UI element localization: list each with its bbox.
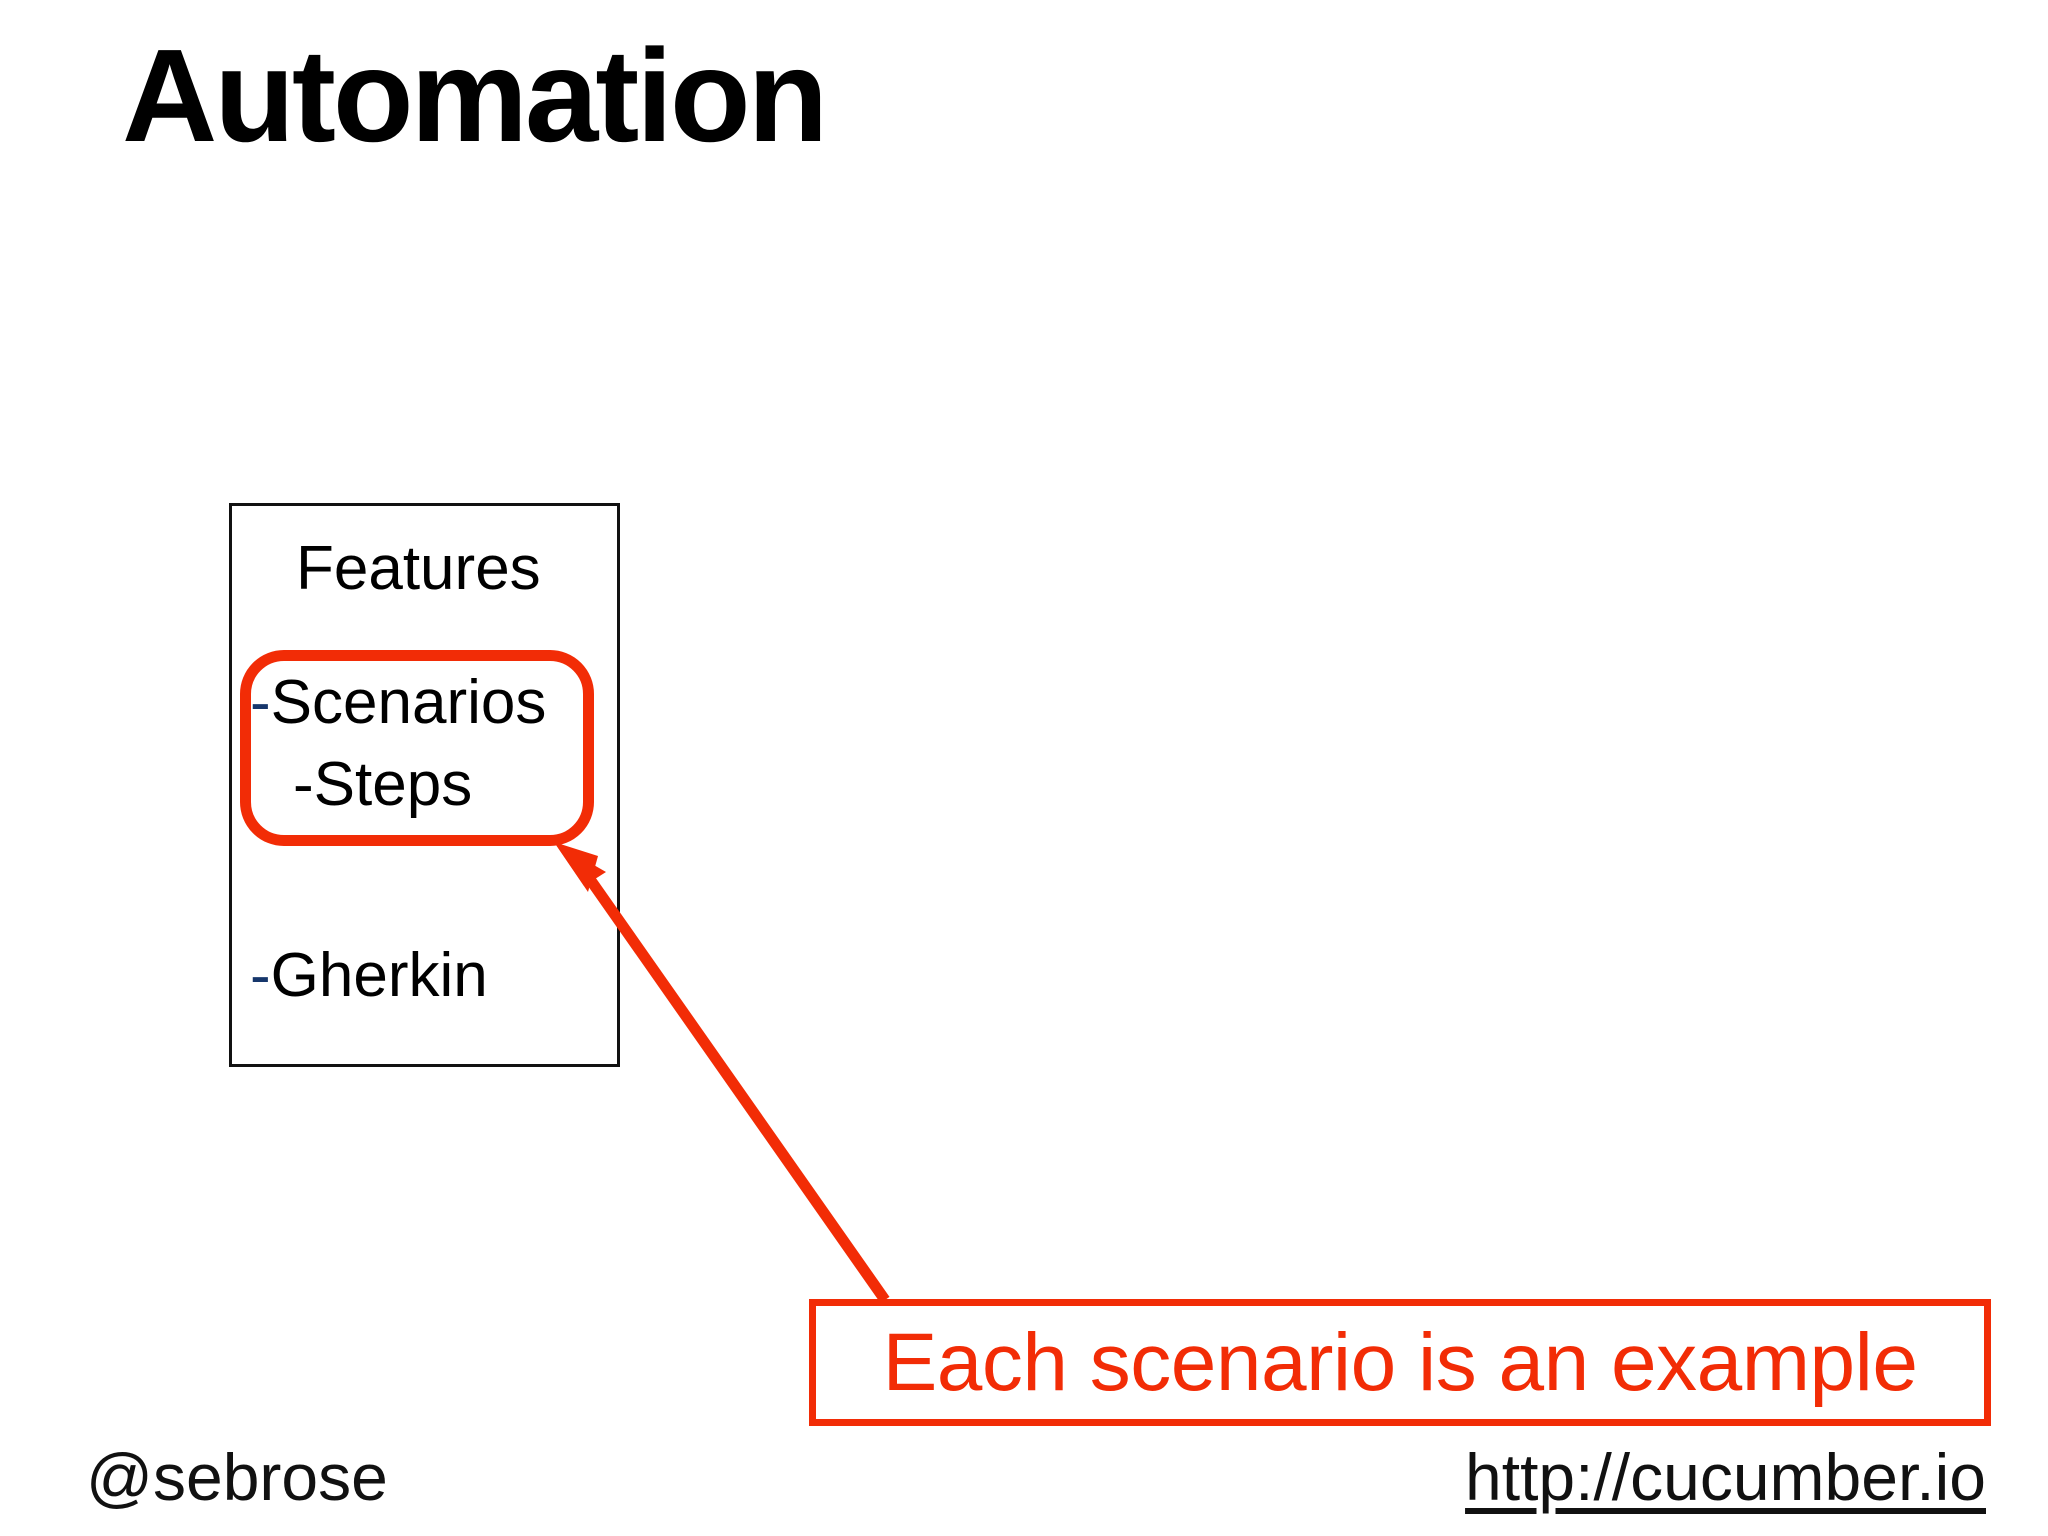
list-item-label: Scenarios <box>270 668 547 737</box>
list-item-label: Gherkin <box>270 941 488 1010</box>
bullet-dash-icon: - <box>250 941 271 1010</box>
bullet-dash-icon: - <box>250 668 271 737</box>
list-item-gherkin: -Gherkin <box>250 945 488 1007</box>
list-item-steps: -Steps <box>293 754 472 816</box>
features-box <box>229 503 620 1067</box>
footer-url-link[interactable]: http://cucumber.io <box>1465 1440 1986 1514</box>
page-title: Automation <box>122 22 828 169</box>
callout-box: Each scenario is an example <box>809 1299 1991 1426</box>
callout-text: Each scenario is an example <box>882 1316 1918 1408</box>
list-item-label: Steps <box>313 750 473 819</box>
bullet-dash-icon: - <box>293 750 314 819</box>
footer-handle: @sebrose <box>86 1440 388 1514</box>
list-item-scenarios: -Scenarios <box>250 672 546 734</box>
features-heading: Features <box>296 534 541 603</box>
